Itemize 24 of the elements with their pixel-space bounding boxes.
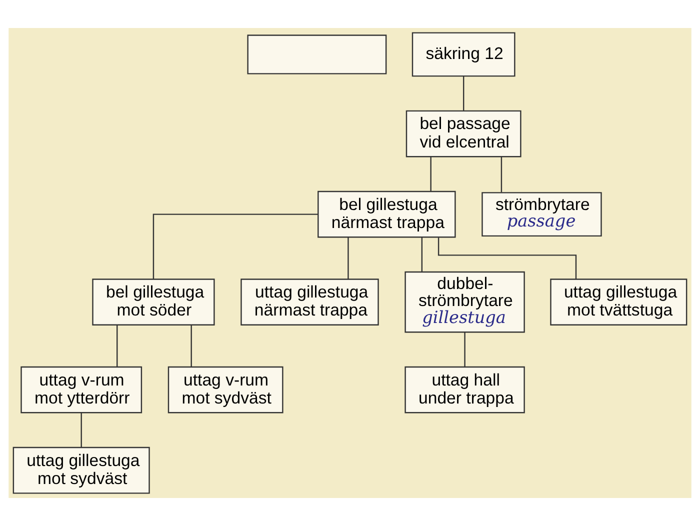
node-box: strömbrytare passage: [482, 192, 602, 236]
connector: [348, 236, 349, 279]
connector: [438, 237, 577, 279]
node-box: [247, 34, 387, 74]
node-box: uttag gillestuga mot sydväst: [12, 446, 150, 494]
connector: [116, 324, 118, 366]
node-box: uttag gillestuga närmast trappa: [240, 278, 379, 325]
node-box: bel gillestuga närmast trappa: [318, 190, 456, 238]
node-box: bel passage vid elcentral: [406, 110, 522, 157]
connector: [500, 156, 502, 192]
node-box: bel gillestuga mot söder: [92, 278, 215, 325]
node-box: dubbel- strömbrytare gillestuga: [404, 270, 525, 332]
connector: [80, 412, 82, 447]
connector: [430, 156, 432, 191]
node-box: säkring 12: [412, 32, 516, 76]
node-box: uttag v-rum mot ytterdörr: [20, 366, 142, 413]
connector: [152, 213, 318, 278]
node-box: uttag hall under trappa: [404, 366, 525, 413]
connector: [190, 324, 192, 366]
connector: [421, 236, 423, 272]
connector: [463, 76, 464, 110]
connector: [464, 332, 466, 366]
node-box: uttag v-rum mot sydväst: [168, 366, 284, 413]
node-box: uttag gillestuga mot tvättstuga: [550, 278, 688, 325]
